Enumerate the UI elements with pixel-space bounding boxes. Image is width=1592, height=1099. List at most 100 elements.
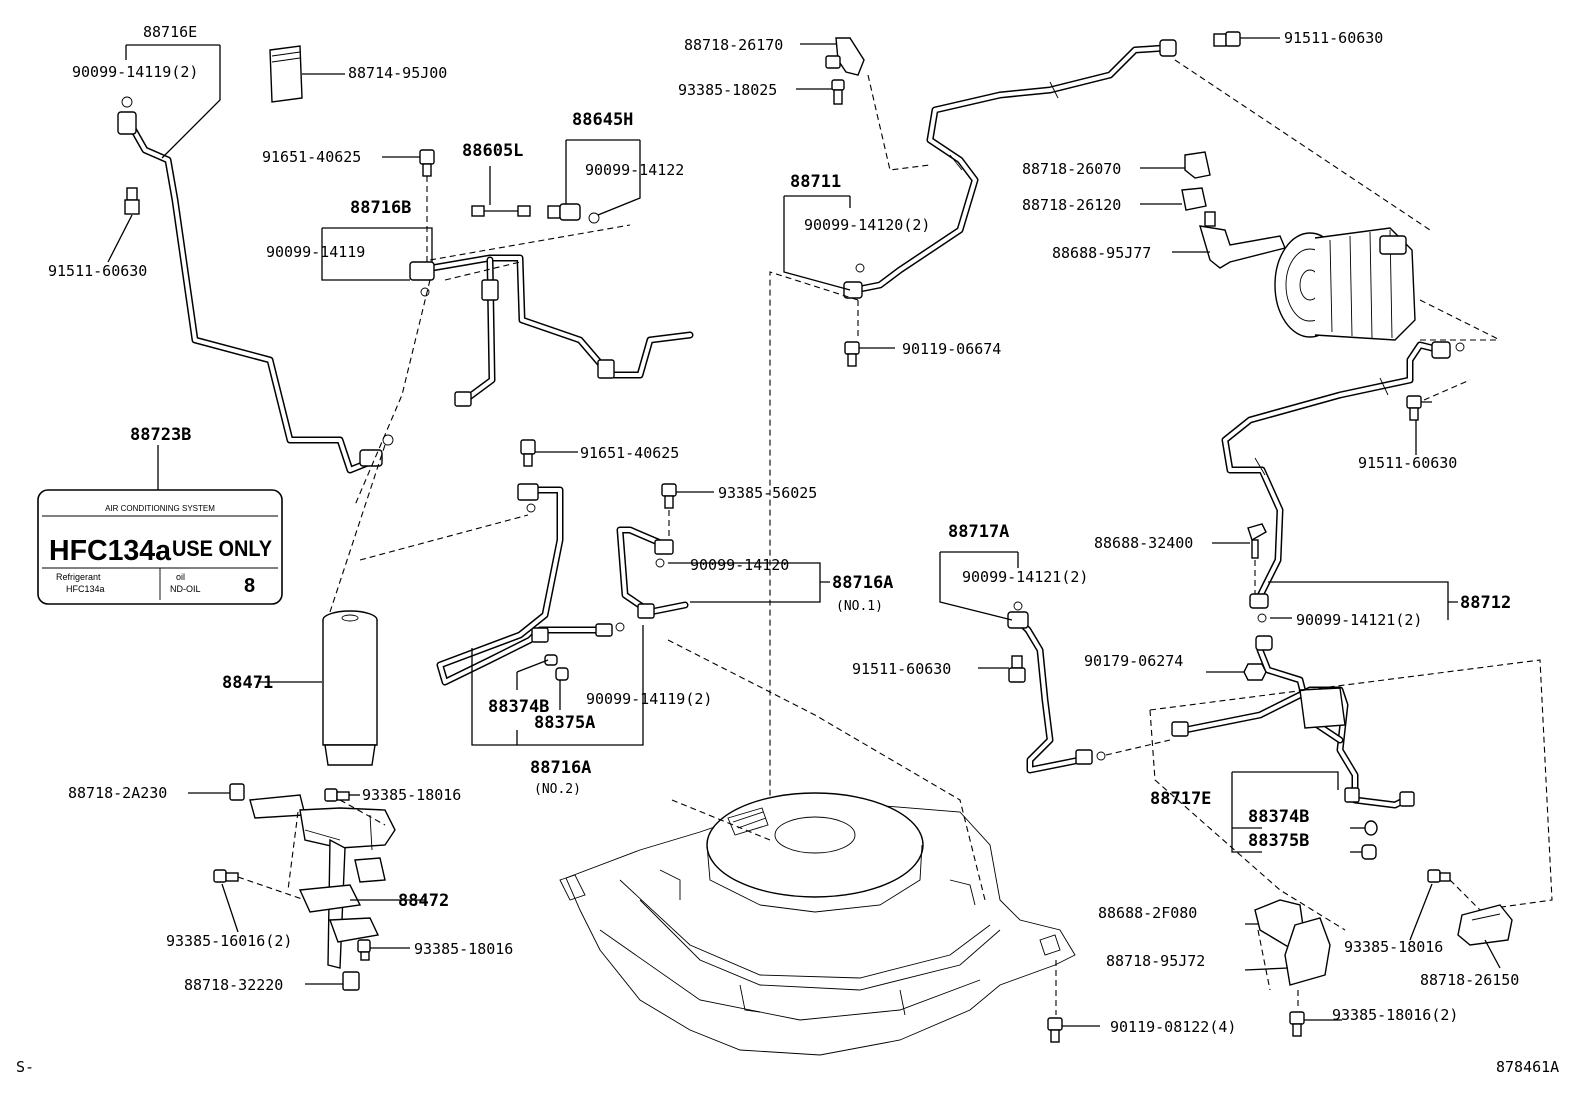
label-90099-14122: 90099-14122 [585,161,684,179]
label-90099-14119: 90099-14119 [266,243,365,261]
clip-88718-32220[interactable] [342,971,360,991]
pipe-88717E[interactable] [1171,635,1415,809]
label-88374B-a: 88374B [488,697,549,717]
pipe-88717A[interactable] [1007,611,1106,774]
engine-unit [559,792,1076,1056]
label-88374B-b: 88374B [1248,807,1309,827]
label-88688-95J77: 88688-95J77 [1052,244,1151,262]
pad-88714-95J00[interactable] [269,45,303,103]
bolt-91511-60630-c[interactable] [1406,395,1422,421]
bolt-93385-18016-a[interactable] [324,788,350,802]
pipe-88716A-no1[interactable] [616,526,689,619]
bolt-90119-06674[interactable] [844,341,860,367]
label-93385-18016-c: 93385-18016 [1344,938,1443,956]
label-90179-06274: 90179-06274 [1084,652,1183,670]
clip-88718-26170[interactable] [825,37,865,76]
label-refrigerant-value: HFC134a [66,584,105,594]
clip-88718-26150[interactable] [1457,904,1513,946]
bolt-91511-60630-b[interactable] [1213,31,1241,47]
pipe-88716A-no2[interactable] [436,483,625,686]
label-90099-14120-2: 90099-14120(2) [804,216,930,234]
bolt-91511-60630-a[interactable] [124,187,140,215]
label-88645H: 88645H [572,110,633,130]
bolt-90119-08122[interactable] [1047,1017,1063,1043]
label-88716B: 88716B [350,198,411,218]
label-90119-08122-4: 90119-08122(4) [1110,1018,1236,1036]
pressure-switch-88645H[interactable] [547,203,600,224]
fitting-88374B-b[interactable] [1364,820,1378,836]
bolt-93385-16016[interactable] [213,869,239,883]
pipe-88716B[interactable] [409,254,694,407]
nut-90179-06274[interactable] [1243,663,1267,681]
clip-88718-26120[interactable] [1181,187,1207,211]
label-91511-60630-b: 91511-60630 [1284,29,1383,47]
label-88375A: 88375A [534,713,595,733]
bolt-93385-56025[interactable] [661,483,677,509]
label-88471: 88471 [222,673,273,693]
label-oil-number: 8 [244,575,255,597]
label-88711: 88711 [790,172,841,192]
label-88605L: 88605L [462,141,523,161]
bolt-93385-18016-c[interactable] [1427,869,1451,883]
label-88712: 88712 [1460,593,1511,613]
label-88718-95J72: 88718-95J72 [1106,952,1205,970]
label-main-right: USE ONLY [172,536,272,561]
label-88718-26150: 88718-26150 [1420,971,1519,989]
label-90099-14120: 90099-14120 [690,556,789,574]
fitting-88375A[interactable] [555,667,569,681]
fitting-88375B[interactable] [1361,844,1377,860]
label-93385-56025: 93385-56025 [718,484,817,502]
bolt-91511-60630-d[interactable] [1008,655,1026,683]
label-88723B: 88723B [130,425,191,445]
label-90099-14119-2a: 90099-14119(2) [72,63,198,81]
footer-right: 878461A [1496,1058,1559,1076]
label-no1: (NO.1) [836,599,883,614]
label-no2: (NO.2) [534,782,581,797]
label-91511-60630-a: 91511-60630 [48,262,147,280]
clip-88718-2A230[interactable] [229,783,245,801]
label-88716A-1: 88716A [832,573,893,593]
label-90099-14121-2b: 90099-14121(2) [962,568,1088,586]
label-oil-caption: oil [176,572,185,582]
label-93385-18016-b: 93385-18016 [414,940,513,958]
compressor[interactable] [1274,227,1416,341]
label-93385-16016-2: 93385-16016(2) [166,932,292,950]
label-93385-18016-a: 93385-18016 [362,786,461,804]
clip-88718-26070[interactable] [1184,151,1211,179]
sensor-wire-88605L[interactable] [471,205,531,217]
label-91511-60630-c: 91511-60630 [1358,454,1457,472]
pipe-88716E[interactable] [117,96,383,474]
bracket-88688-32400[interactable] [1247,523,1267,559]
label-header: AIR CONDITIONING SYSTEM [105,504,215,513]
bracket-88718-95J72[interactable] [1284,917,1331,986]
bolt-93385-18025[interactable] [831,79,845,105]
bracket-88688-95J77[interactable] [1199,211,1286,269]
label-91651-40625-b: 91651-40625 [580,444,679,462]
bolt-91651-40625-b[interactable] [520,439,536,467]
label-88375B: 88375B [1248,831,1309,851]
label-oil-value: ND-OIL [170,584,201,594]
fitting-88374B-a[interactable] [544,654,558,666]
label-88718-26170: 88718-26170 [684,36,783,54]
bracket-88472[interactable] [249,794,396,969]
bolt-93385-18016-2[interactable] [1289,1011,1305,1037]
label-main-left: HFC134a [49,535,172,567]
label-91511-60630-d: 91511-60630 [852,660,951,678]
footer-left: S- [16,1058,34,1076]
label-88472: 88472 [398,891,449,911]
bolt-91651-40625-a[interactable] [419,149,435,177]
label-90099-14121-2a: 90099-14121(2) [1296,611,1422,629]
label-90119-06674: 90119-06674 [902,340,1001,358]
pipe-88712[interactable] [1221,341,1465,609]
label-88716E: 88716E [143,23,197,41]
bolt-93385-18016-b[interactable] [357,939,371,961]
label-88718-26120: 88718-26120 [1022,196,1121,214]
label-refrigerant-caption: Refrigerant [56,572,101,582]
label-93385-18016-2: 93385-18016(2) [1332,1006,1458,1024]
refrigerant-label-88723B: AIR CONDITIONING SYSTEM HFC134a USE ONLY… [37,489,283,605]
label-88688-32400: 88688-32400 [1094,534,1193,552]
label-88717E: 88717E [1150,789,1211,809]
receiver-dryer-88471[interactable] [322,610,378,766]
label-88714-95J00: 88714-95J00 [348,64,447,82]
